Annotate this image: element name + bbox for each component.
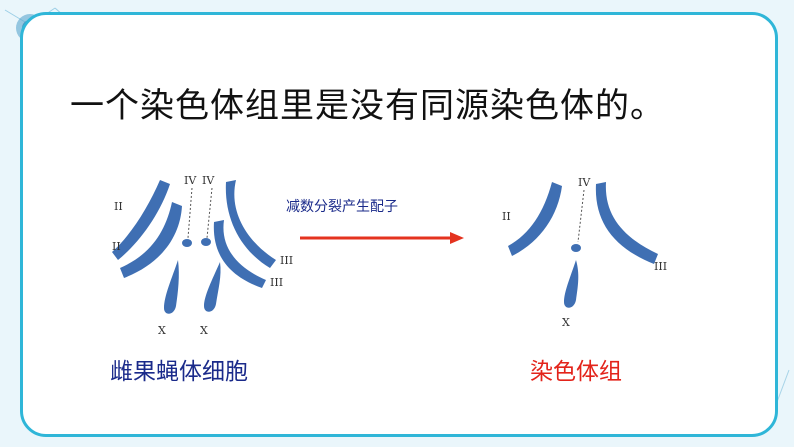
label-III-b: III: [270, 276, 283, 289]
chromosome-III: [595, 182, 658, 264]
label-X: X: [562, 316, 570, 329]
process-arrow: [300, 232, 464, 244]
chromosome-IV-b: [201, 238, 211, 246]
chromosome-X-b: [204, 262, 221, 312]
label-II-a: II: [114, 200, 123, 213]
chromosome-II-a: [112, 180, 170, 260]
caption-chromosome-set: 染色体组: [530, 359, 622, 385]
chromosome-IV-a: [182, 239, 192, 247]
chromosome-III-a: [225, 180, 276, 268]
chromosome-II: [508, 182, 562, 256]
somatic-cell-karyotype: II II IV IV III III X X: [112, 174, 293, 337]
label-IV-b: IV: [202, 174, 215, 187]
label-IV: IV: [578, 176, 591, 189]
label-II-b: II: [112, 240, 121, 253]
label-X-a: X: [158, 324, 166, 337]
label-IV-a: IV: [184, 174, 197, 187]
process-label: 减数分裂产生配子: [286, 199, 398, 215]
label-II: II: [502, 210, 511, 223]
chromosome-IV: [571, 244, 581, 252]
chromosome-II-b: [120, 202, 182, 278]
caption-somatic-cell: 雌果蝇体细胞: [110, 359, 248, 385]
chromosome-X: [564, 260, 579, 308]
label-X-b: X: [200, 324, 208, 337]
chromosome-X-a: [164, 260, 179, 314]
chromosome-III-b: [213, 220, 266, 288]
label-III-a: III: [280, 254, 293, 267]
gamete-chromosome-set: IV II III X: [502, 176, 667, 329]
slide-headline: 一个染色体组里是没有同源染色体的。: [70, 86, 665, 126]
label-III: III: [654, 260, 667, 273]
